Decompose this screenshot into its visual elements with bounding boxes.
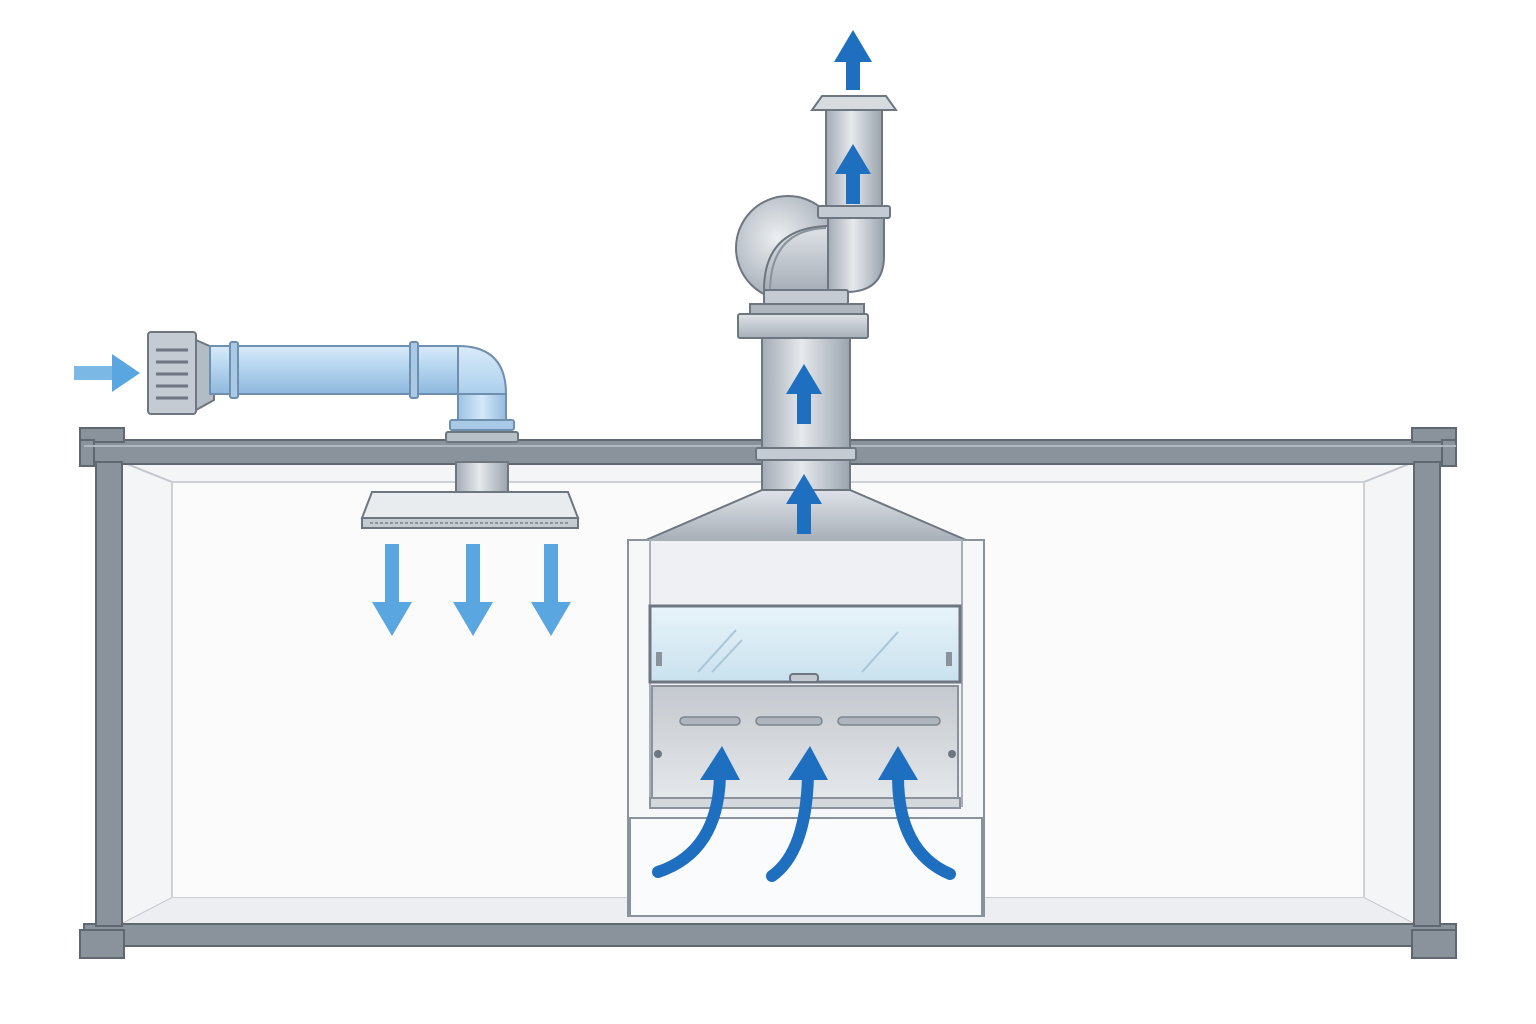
- exhaust-flow-arrow-1: [786, 474, 822, 534]
- fresh-air-intake-grille: [147, 331, 215, 415]
- intake-flow-arrow: [74, 354, 140, 392]
- supply-diffuser: [360, 491, 580, 529]
- supply-flow-arrow-3: [531, 544, 571, 636]
- left-column: [95, 461, 123, 927]
- hood-capture-flow-arrows: [652, 746, 956, 882]
- exhaust-flow-arrow-4: [834, 30, 872, 90]
- fume-hood-sash: [648, 604, 962, 684]
- room-frame: [79, 427, 1457, 959]
- exhaust-fan: [735, 195, 885, 305]
- fume-hood-base: [629, 817, 983, 917]
- right-column: [1413, 461, 1441, 927]
- supply-flow-arrow-1: [372, 544, 412, 636]
- hood-capture-arrow-2: [766, 746, 828, 882]
- hood-capture-arrow-1: [652, 746, 740, 878]
- floor-beam: [83, 923, 1457, 947]
- exhaust-flow-arrow-2: [786, 364, 822, 424]
- supply-duct: [209, 341, 519, 495]
- exhaust-stack-lower: [737, 303, 869, 491]
- supply-flow-arrow-2: [453, 544, 493, 636]
- sash-handle: [789, 673, 819, 683]
- exhaust-stack-cap: [810, 95, 898, 111]
- exhaust-flow-arrows: [786, 30, 872, 534]
- exhaust-flow-arrow-3: [835, 144, 871, 204]
- baffle-slots: [679, 716, 941, 726]
- supply-flow-arrows: [372, 544, 571, 636]
- hood-capture-arrow-3: [878, 746, 956, 880]
- fume-hood: [627, 489, 985, 917]
